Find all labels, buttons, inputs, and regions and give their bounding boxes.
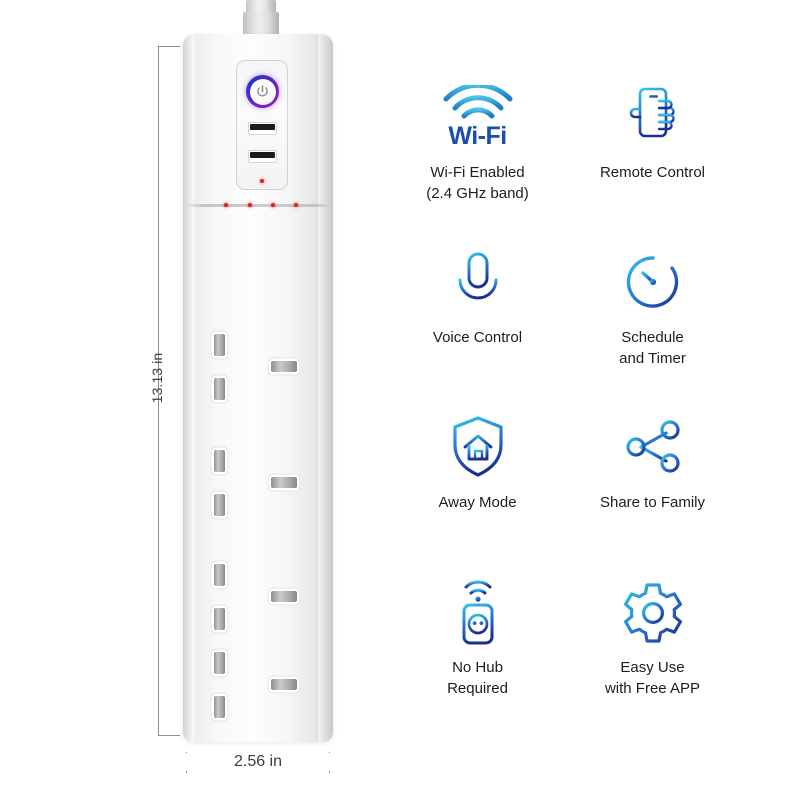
- socket-pin-live: [214, 450, 225, 472]
- feature-label: Easy Use with Free APP: [604, 659, 701, 697]
- wifi-icon: Wi-Fi: [441, 78, 515, 156]
- feature-voice-control: Voice Control: [390, 237, 565, 402]
- socket-pin-neutral: [214, 696, 225, 718]
- height-dimension-tick-top: [158, 46, 180, 47]
- usb-port-2: [248, 150, 277, 163]
- smart-socket-wifi-icon: [450, 573, 506, 651]
- feature-grid: Wi-Fi Wi-Fi Enabled (2.4 GHz band) Remot…: [390, 72, 740, 732]
- socket-pin-neutral: [214, 378, 225, 400]
- socket-pin-earth: [271, 591, 297, 602]
- hand-holding-phone-icon: [623, 78, 683, 156]
- power-icon: [257, 85, 268, 97]
- height-dimension-line: [158, 46, 159, 736]
- usb-status-led: [260, 179, 264, 183]
- feature-label: Share to Family: [599, 494, 706, 511]
- socket-pin-live: [214, 334, 225, 356]
- shield-house-icon: [449, 408, 507, 486]
- socket-pin-live: [214, 652, 225, 674]
- socket-pin-earth: [271, 477, 297, 488]
- feature-share-to-family: Share to Family: [565, 402, 740, 567]
- feature-label: Voice Control: [432, 329, 523, 346]
- feature-schedule-and-timer: Schedule and Timer: [565, 237, 740, 402]
- feature-label: Away Mode: [438, 494, 517, 511]
- cord-strain-relief: [243, 12, 279, 38]
- socket-led-3: [271, 203, 275, 207]
- socket-pin-neutral: [214, 608, 225, 630]
- stopwatch-icon: [622, 243, 684, 321]
- strip-right-edge: [318, 34, 333, 742]
- socket-led-1: [224, 203, 228, 207]
- feature-away-mode: Away Mode: [390, 402, 565, 567]
- power-button[interactable]: [246, 75, 279, 108]
- height-dimension-tick-bottom: [158, 735, 180, 736]
- feature-easy-use-free-app: Easy Use with Free APP: [565, 567, 740, 732]
- power-button-face: [249, 78, 276, 105]
- width-dimension-label: 2.56 in: [186, 753, 330, 771]
- uk-socket-2: [196, 446, 320, 570]
- socket-led-2: [248, 203, 252, 207]
- uk-socket-1: [196, 330, 320, 454]
- feature-remote-control: Remote Control: [565, 72, 740, 237]
- gear-icon: [621, 573, 685, 651]
- uk-socket-4: [196, 648, 320, 772]
- wifi-arcs-icon: [443, 85, 512, 119]
- feature-label: Wi-Fi Enabled (2.4 GHz band): [426, 164, 529, 202]
- socket-pin-earth: [271, 361, 297, 372]
- socket-pin-live: [214, 564, 225, 586]
- wifi-wordmark: Wi-Fi: [448, 122, 507, 150]
- feature-no-hub-required: No Hub Required: [390, 567, 565, 732]
- panel-seam-line: [186, 204, 332, 207]
- product-image: 13.13 in 2.56 in: [0, 0, 380, 800]
- feature-label: No Hub Required: [447, 659, 508, 697]
- socket-led-4: [294, 203, 298, 207]
- height-dimension-label: 13.13 in: [149, 352, 165, 404]
- feature-label: Schedule and Timer: [619, 329, 686, 367]
- share-nodes-icon: [621, 408, 685, 486]
- socket-pin-neutral: [214, 494, 225, 516]
- microphone-icon: [450, 243, 506, 321]
- feature-label: Remote Control: [599, 164, 706, 181]
- strip-left-edge: [183, 34, 195, 742]
- socket-pin-earth: [271, 679, 297, 690]
- uk-socket-3: [196, 560, 320, 684]
- usb-port-1: [248, 122, 277, 135]
- feature-wifi-enabled: Wi-Fi Wi-Fi Enabled (2.4 GHz band): [390, 72, 565, 237]
